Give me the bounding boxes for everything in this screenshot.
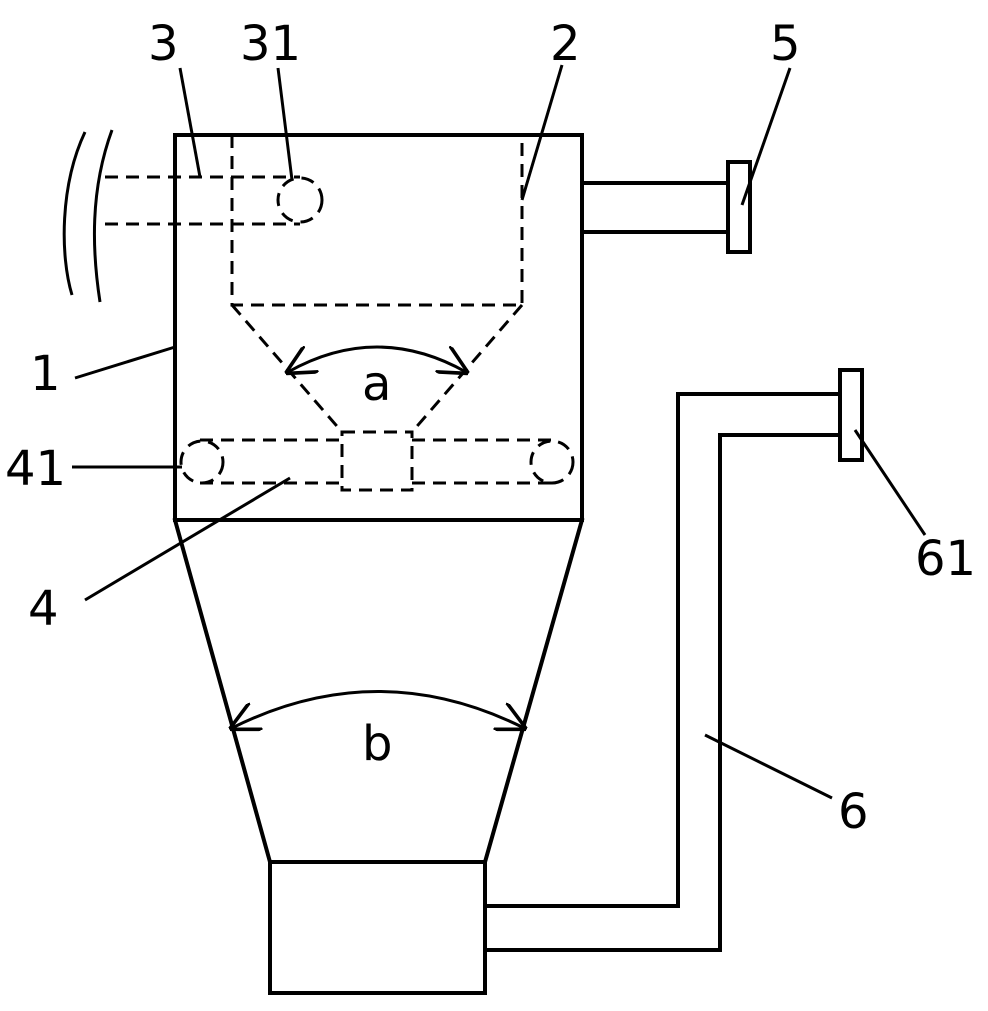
outlet-pipe [483, 392, 842, 952]
label-2: 2 [550, 16, 581, 72]
angle-label-b: b [362, 716, 392, 772]
side-flange-5 [726, 160, 752, 254]
label-4: 4 [28, 581, 59, 637]
outlet-flange-61 [838, 368, 864, 462]
label-1: 1 [30, 346, 61, 402]
leader-31 [276, 67, 294, 181]
leader-2 [520, 64, 564, 201]
leader-3 [178, 67, 202, 178]
collection-box [268, 860, 487, 995]
main-housing [173, 133, 584, 522]
label-5: 5 [770, 16, 801, 72]
leader-5 [740, 67, 792, 206]
leader-6 [704, 733, 833, 800]
leader-4 [84, 476, 291, 602]
angle-arc-b [232, 690, 524, 729]
label-41: 41 [5, 441, 66, 497]
inlet-roller-31 [276, 176, 324, 224]
angle-label-a: a [362, 356, 391, 412]
conveyor-roller-right [529, 439, 575, 485]
angle-arc-a [288, 345, 466, 372]
inner-hopper [230, 135, 524, 307]
leader-1 [74, 345, 176, 380]
label-3: 3 [148, 16, 179, 72]
feeder-box [340, 430, 414, 492]
label-61: 61 [915, 531, 976, 587]
lower-cone [172, 517, 585, 865]
label-6: 6 [838, 784, 869, 840]
conveyor-roller-left-41 [179, 439, 225, 485]
side-pipe [580, 181, 730, 234]
break-line-left [62, 131, 87, 296]
label-31: 31 [240, 16, 301, 72]
break-line-right [92, 129, 114, 303]
leader-61 [853, 429, 927, 536]
